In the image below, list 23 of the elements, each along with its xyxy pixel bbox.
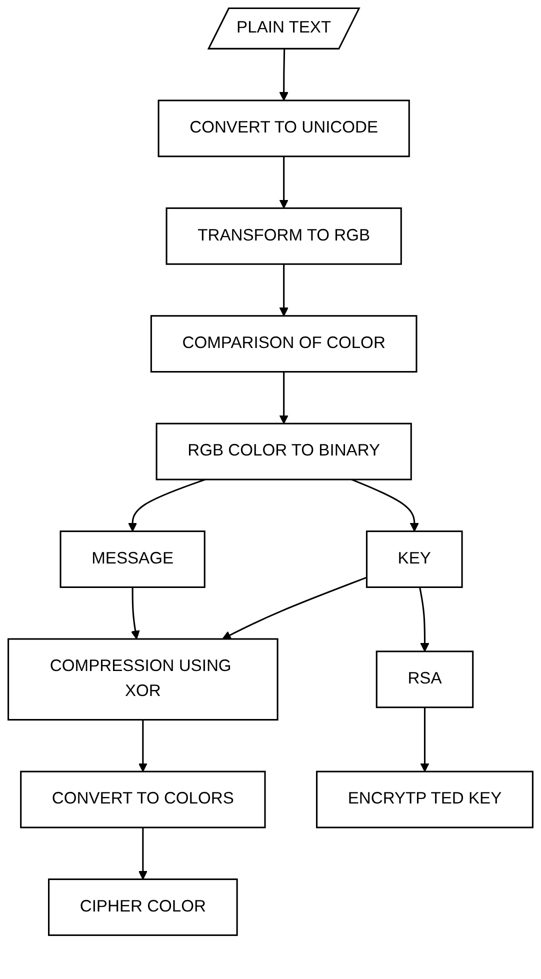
- arrow: [128, 478, 206, 532]
- arrow: [279, 264, 288, 316]
- arrow: [138, 827, 148, 880]
- arrow: [420, 707, 430, 772]
- node-box: CIPHER COLOR: [48, 878, 238, 936]
- node-box: COMPRESSION USING XOR: [8, 638, 278, 721]
- node-box: RSA: [376, 650, 474, 708]
- arrow: [279, 156, 288, 209]
- arrow: [138, 720, 148, 772]
- node-box: RGB COLOR TO BINARY: [156, 422, 412, 480]
- arrow: [419, 587, 430, 652]
- node-box: TRANSFORM TO RGB: [166, 207, 402, 265]
- arrow: [130, 587, 140, 640]
- node-box: CONVERT TO COLORS: [20, 770, 266, 828]
- arrow: [222, 576, 368, 640]
- node-box: CONVERT TO UNICODE: [158, 100, 410, 158]
- node-box: COMPARISON OF COLOR: [150, 315, 418, 373]
- node-box: KEY: [366, 530, 463, 588]
- node-box: MESSAGE: [60, 530, 206, 588]
- arrow: [279, 49, 288, 101]
- node-box: ENCRYTP TED KEY: [316, 770, 534, 828]
- arrow: [279, 372, 288, 424]
- arrow: [351, 478, 419, 532]
